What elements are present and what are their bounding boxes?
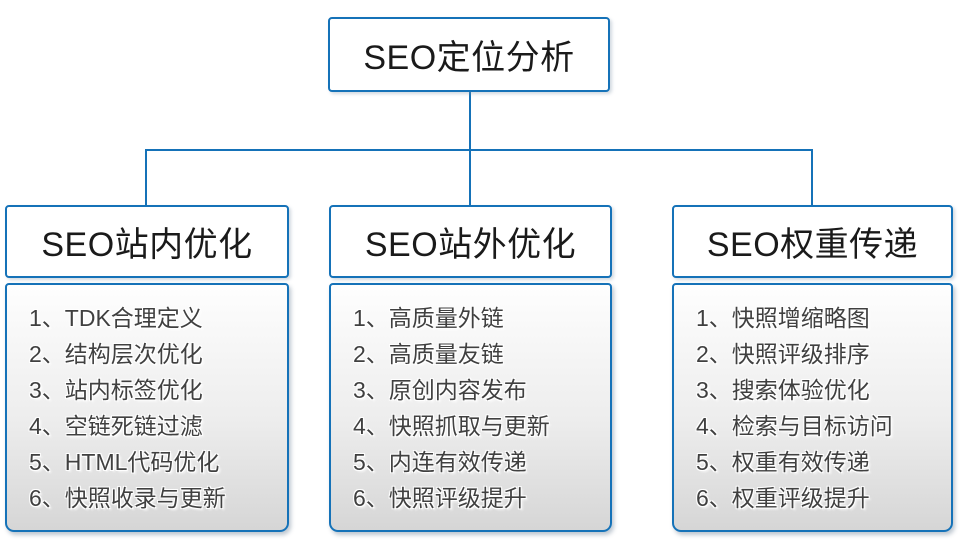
- branch-header-weight-label: SEO权重传递: [706, 226, 919, 264]
- list-item: 6、权重评级提升: [696, 485, 870, 511]
- list-item: 1、快照增缩略图: [696, 305, 870, 331]
- list-item: 6、快照收录与更新: [29, 485, 226, 511]
- list-item: 4、空链死链过滤: [29, 413, 203, 439]
- branch-header-offsite: SEO站外优化: [329, 205, 612, 278]
- list-item: 5、权重有效传递: [696, 449, 870, 475]
- list-item: 3、原创内容发布: [353, 377, 527, 403]
- branch-header-offsite-label: SEO站外优化: [364, 226, 577, 264]
- list-item: 6、快照评级提升: [353, 485, 527, 511]
- root-node: SEO定位分析: [328, 17, 610, 92]
- list-item: 2、高质量友链: [353, 341, 504, 367]
- list-item: 4、检索与目标访问: [696, 413, 893, 439]
- branch-list-onsite: 1、TDK合理定义 2、结构层次优化 3、站内标签优化 4、空链死链过滤 5、H…: [5, 283, 289, 532]
- list-item: 4、快照抓取与更新: [353, 413, 550, 439]
- list-item: 5、HTML代码优化: [29, 449, 220, 475]
- root-node-label: SEO定位分析: [363, 39, 575, 77]
- list-item: 2、结构层次优化: [29, 341, 203, 367]
- branch-header-onsite-label: SEO站内优化: [41, 226, 253, 264]
- list-item: 1、高质量外链: [353, 305, 504, 331]
- branch-header-onsite: SEO站内优化: [5, 205, 289, 278]
- list-item: 5、内连有效传递: [353, 449, 527, 475]
- list-item: 3、站内标签优化: [29, 377, 203, 403]
- list-item: 3、搜索体验优化: [696, 377, 870, 403]
- branch-list-offsite: 1、高质量外链 2、高质量友链 3、原创内容发布 4、快照抓取与更新 5、内连有…: [329, 283, 612, 532]
- branch-list-weight: 1、快照增缩略图 2、快照评级排序 3、搜索体验优化 4、检索与目标访问 5、权…: [672, 283, 953, 532]
- branch-header-weight: SEO权重传递: [672, 205, 953, 278]
- list-item: 1、TDK合理定义: [29, 305, 203, 331]
- list-item: 2、快照评级排序: [696, 341, 870, 367]
